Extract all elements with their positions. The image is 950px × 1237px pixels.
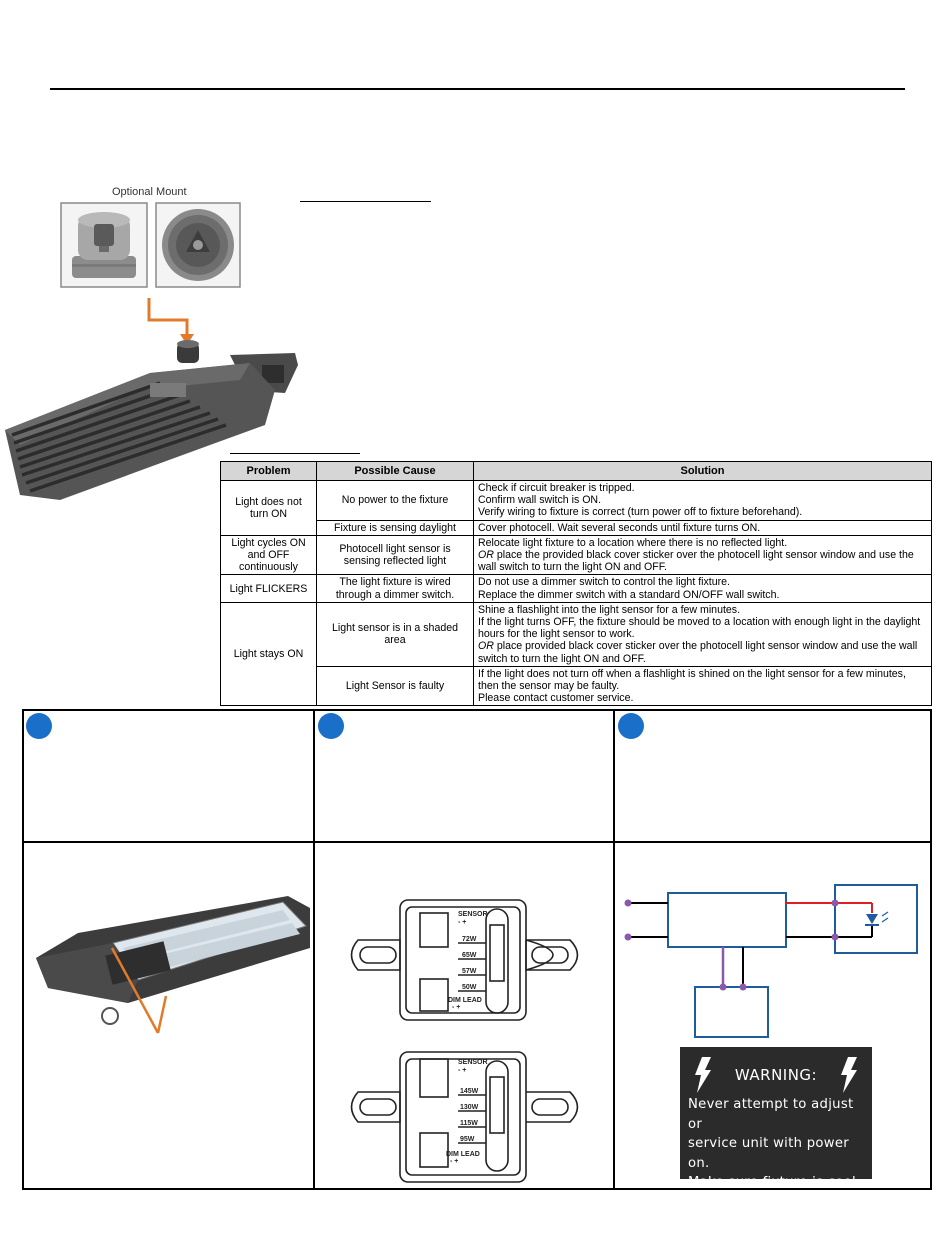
solution-line: Verify wiring to fixture is correct (tur… xyxy=(478,506,803,519)
header-problem: Problem xyxy=(220,461,317,481)
problem-cell: Light cycles ON and OFF continuously xyxy=(220,534,317,576)
problem-cell: Light does not turn ON xyxy=(220,480,317,536)
warning-line: before servicing. xyxy=(688,1194,804,1210)
table-row: Light stays ON Light sensor is in a shad… xyxy=(220,601,932,707)
photocell-top-image xyxy=(155,202,241,288)
polarity-label: - + xyxy=(452,1004,460,1011)
grid-divider xyxy=(613,709,615,1190)
solution-line: Confirm wall switch is ON. xyxy=(478,494,602,507)
table-row: Fixture is sensing daylight Cover photoc… xyxy=(221,519,932,536)
solution-line: Check if circuit breaker is tripped. xyxy=(478,482,635,494)
driver-top xyxy=(350,899,579,1021)
wattage-label: 50W xyxy=(462,984,477,991)
wattage-label: 145W xyxy=(460,1088,479,1095)
solution-line: OR place the provided black cover sticke… xyxy=(478,549,914,562)
warning-title: WARNING: xyxy=(734,1066,818,1084)
warning-line: service unit with power on. xyxy=(688,1136,850,1171)
solution-cell: Cover photocell. Wait several seconds un… xyxy=(473,519,932,536)
wattage-label: 65W xyxy=(462,952,477,959)
optional-mount-caption: Optional Mount xyxy=(112,186,187,198)
cause-cell: The light fixture is wired through a dim… xyxy=(316,574,474,603)
dim-lead-label: DIM LEAD xyxy=(448,997,482,1004)
cause-cell: Fixture is sensing daylight xyxy=(316,519,474,536)
cause-cell: Light sensor is in a shaded area xyxy=(316,601,474,667)
wattage-label: 57W xyxy=(462,968,477,975)
solution-cell: Relocate light fixture to a location whe… xyxy=(473,534,932,576)
lightning-bolt-icon xyxy=(841,1057,857,1093)
driver-box xyxy=(667,892,787,948)
table-row: Light FLICKERS The light fixture is wire… xyxy=(220,574,932,603)
wattage-label: 95W xyxy=(460,1136,475,1143)
header-cause: Possible Cause xyxy=(316,461,474,481)
step-2-marker xyxy=(318,713,344,739)
header-rule xyxy=(50,88,905,90)
solution-line: If the light turns OFF, the fixture shou… xyxy=(478,616,921,629)
polarity-label: - + xyxy=(450,1158,458,1165)
solution-line: OR place provided black cover sticker ov… xyxy=(478,640,918,653)
sensor-box xyxy=(694,986,769,1038)
solution-line: wall switch to turn the light ON and OFF… xyxy=(478,561,667,574)
problem-cell: Light FLICKERS xyxy=(220,574,317,603)
fixture-underside-image xyxy=(36,896,310,1034)
header-solution: Solution xyxy=(473,461,932,481)
heading-underline-2 xyxy=(230,453,360,454)
grid-divider xyxy=(22,841,932,843)
led-icon xyxy=(866,914,878,924)
solution-line: Replace the dimmer switch with a standar… xyxy=(478,588,780,601)
wattage-label: 115W xyxy=(460,1120,478,1127)
solution-line: Shine a flashlight into the light sensor… xyxy=(478,603,741,616)
warning-line: Make sure fixture is cool xyxy=(688,1175,856,1190)
led-box xyxy=(834,884,918,954)
steps-grid xyxy=(22,709,932,1190)
solution-line: Cover photocell. Wait several seconds un… xyxy=(478,521,761,534)
heading-underline-1 xyxy=(300,201,431,202)
sensor-label: SENSOR xyxy=(458,1059,488,1066)
lightning-bolt-icon xyxy=(695,1057,711,1093)
cause-cell: No power to the fixture xyxy=(316,480,474,521)
warning-box: WARNING: Never attempt to adjust or serv… xyxy=(680,1047,872,1210)
cause-cell: Light Sensor is faulty xyxy=(316,665,474,707)
solution-line: switch to turn the light ON and OFF. xyxy=(478,652,646,665)
driver-bottom xyxy=(350,1051,579,1183)
dim-lead-label: DIM LEAD xyxy=(446,1151,480,1158)
step-1-marker xyxy=(26,713,52,739)
solution-line: Please contact customer service. xyxy=(478,692,634,705)
warning-text: Never attempt to adjust or service unit … xyxy=(688,1095,868,1212)
problem-cell: Light stays ON xyxy=(220,601,317,707)
table-header-row: Problem Possible Cause Solution xyxy=(220,461,932,481)
solution-cell: Shine a flashlight into the light sensor… xyxy=(473,601,932,667)
solution-line: hours for the light sensor to work. xyxy=(478,628,635,641)
solution-cell: If the light does not turn off when a fl… xyxy=(473,665,932,707)
fixture-image xyxy=(5,340,298,500)
table-row: Light Sensor is faulty If the light does… xyxy=(221,665,932,707)
solution-cell: Do not use a dimmer switch to control th… xyxy=(473,574,932,603)
grid-divider xyxy=(313,709,315,1190)
solution-cell: Check if circuit breaker is tripped. Con… xyxy=(473,480,932,521)
polarity-label: - + xyxy=(458,919,466,926)
wiring-diagram xyxy=(624,884,918,1038)
solution-line: then the sensor may be faulty. xyxy=(478,680,620,693)
driver-diagram: SENSOR - + 72W 65W 57W 50W DIM LEAD - + … xyxy=(350,899,579,1183)
cause-cell: Photocell light sensor is sensing reflec… xyxy=(316,534,474,576)
wattage-label: 72W xyxy=(462,936,477,943)
mount-arrow xyxy=(147,298,194,345)
table-row: Light does not turn ON No power to the f… xyxy=(220,480,932,536)
sensor-label: SENSOR xyxy=(458,911,488,918)
solution-line: Relocate light fixture to a location whe… xyxy=(478,536,788,549)
photocell-side-image xyxy=(60,202,148,288)
step-3-marker xyxy=(618,713,644,739)
wattage-label: 130W xyxy=(460,1104,479,1111)
polarity-label: - + xyxy=(458,1067,466,1074)
warning-line: Never attempt to adjust or xyxy=(688,1097,854,1132)
troubleshooting-table: Problem Possible Cause Solution Light do… xyxy=(220,461,932,707)
table-row: Light cycles ON and OFF continuously Pho… xyxy=(220,534,932,576)
solution-line: Do not use a dimmer switch to control th… xyxy=(478,576,731,589)
solution-line: If the light does not turn off when a fl… xyxy=(478,667,906,680)
